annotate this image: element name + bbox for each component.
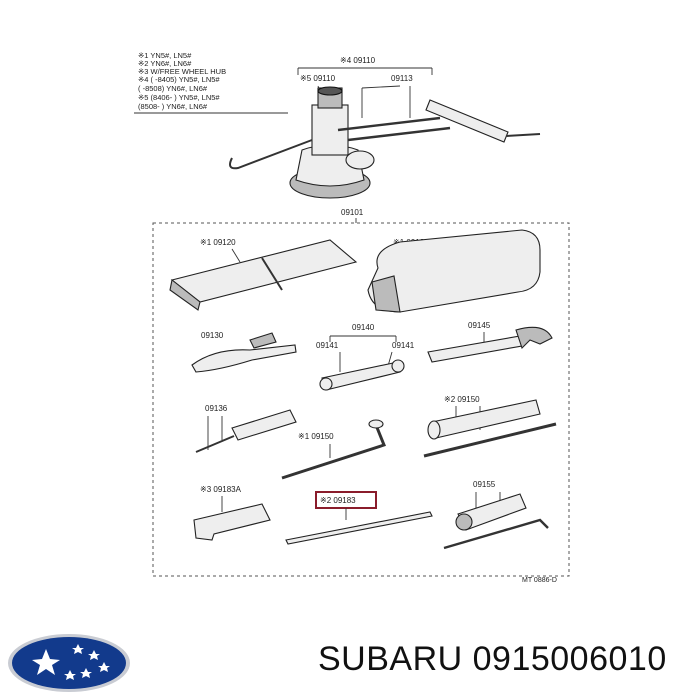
- handle-bar: [425, 99, 509, 143]
- handle-tip: [505, 133, 541, 137]
- pliers: 09130: [191, 331, 297, 373]
- jack-valve: [345, 150, 375, 170]
- part-number-caption: SUBARU 0915006010: [318, 640, 667, 678]
- drawing-number: MT 0886-D: [522, 577, 557, 584]
- logo-star-large: [32, 649, 60, 675]
- jack-assembly: ※4 09110 ※5 09110 09113: [229, 56, 541, 199]
- bag-roll: [170, 239, 358, 303]
- label-handle: 09113: [391, 74, 413, 83]
- screwdriver-handle: [231, 409, 297, 441]
- bag-end: [371, 275, 401, 313]
- bag-edge: [169, 279, 201, 311]
- jack-holder: ※3 09183A: [193, 485, 271, 541]
- adjustable-wrench: 09145: [427, 321, 553, 363]
- leader-line: [231, 248, 241, 263]
- tommy-bar: [423, 422, 557, 458]
- note-line: ※5 (8406- ) YN5#, LN5#: [138, 93, 220, 102]
- label-jack: ※5 09110: [300, 74, 336, 83]
- bag-strap: [261, 257, 283, 291]
- logo-star: [88, 650, 100, 660]
- socket-end: [427, 420, 441, 440]
- plier-jaw: [249, 332, 277, 349]
- label-screwdriver: 09136: [205, 404, 228, 413]
- label-holder: ※3 09183A: [200, 485, 242, 494]
- extension-bar: ※2 09183: [285, 491, 433, 545]
- logo-oval: [12, 637, 126, 689]
- tool-bag-right: ※1 09120: [367, 229, 541, 313]
- wrench-head: [391, 359, 405, 373]
- logo-star: [64, 670, 76, 680]
- lug-wrench-socket: [368, 419, 384, 429]
- wrench-head: [319, 377, 333, 391]
- jack-saddle: [317, 86, 343, 96]
- lug-wrench-l: ※1 09150: [281, 419, 386, 480]
- lug-wrench-r: ※2 09150: [423, 395, 557, 458]
- screwdriver: 09136: [195, 404, 297, 453]
- screwdriver-shaft: [195, 435, 235, 453]
- holder-bracket: [193, 503, 271, 541]
- subaru-logo: [8, 634, 130, 692]
- label-kit: 09101: [341, 208, 364, 217]
- label-wrench-set: 09140: [352, 323, 375, 332]
- label-adjustable: 09145: [468, 321, 491, 330]
- footnote-legend: ※1 YN5#, LN5# ※2 YN6#, LN6# ※3 W/FREE WH…: [134, 51, 288, 114]
- label-pliers: 09130: [201, 331, 224, 340]
- label-wrench-b: 09141: [392, 341, 415, 350]
- note-line: ( -8508) YN6#, LN6#: [138, 84, 208, 93]
- wrench-set: 09140 09141 09141: [316, 323, 415, 391]
- spark-bar: [443, 518, 549, 550]
- lug-wrench-bar: [281, 424, 386, 480]
- adjustable-handle: [427, 335, 523, 363]
- plier-handle: [191, 344, 297, 373]
- note-line: ※3 W/FREE WHEEL HUB: [138, 67, 226, 76]
- bar-rod: [285, 511, 433, 545]
- tool-bag-left: ※1 09120: [169, 238, 358, 311]
- label-spark-wrench: 09155: [473, 480, 496, 489]
- note-line: ※2 YN6#, LN6#: [138, 59, 192, 68]
- label-lug-r: ※2 09150: [444, 395, 480, 404]
- leader-line: [361, 85, 401, 89]
- note-line: ※1 YN5#, LN5#: [138, 51, 192, 60]
- label-wrench-a: 09141: [316, 341, 339, 350]
- note-line: (8508- ) YN6#, LN6#: [138, 102, 208, 111]
- adjustable-jaw: [515, 326, 553, 350]
- logo-star: [72, 644, 84, 654]
- logo-star: [80, 668, 92, 678]
- label-jack-set: ※4 09110: [340, 56, 376, 65]
- handle-rod: [337, 116, 441, 132]
- spark-socket-end: [455, 513, 473, 531]
- spark-plug-wrench: 09155: [443, 480, 549, 550]
- label-lug-l: ※1 09150: [298, 432, 334, 441]
- logo-star: [98, 662, 110, 672]
- label-bar: ※2 09183: [320, 496, 356, 505]
- label-bag-left: ※1 09120: [200, 238, 236, 247]
- open-end-wrench: [321, 361, 401, 391]
- jack-hook-handle: [229, 139, 313, 170]
- handle-rod: [347, 126, 451, 142]
- note-line: ※4 ( -8405) YN5#, LN5#: [138, 75, 220, 84]
